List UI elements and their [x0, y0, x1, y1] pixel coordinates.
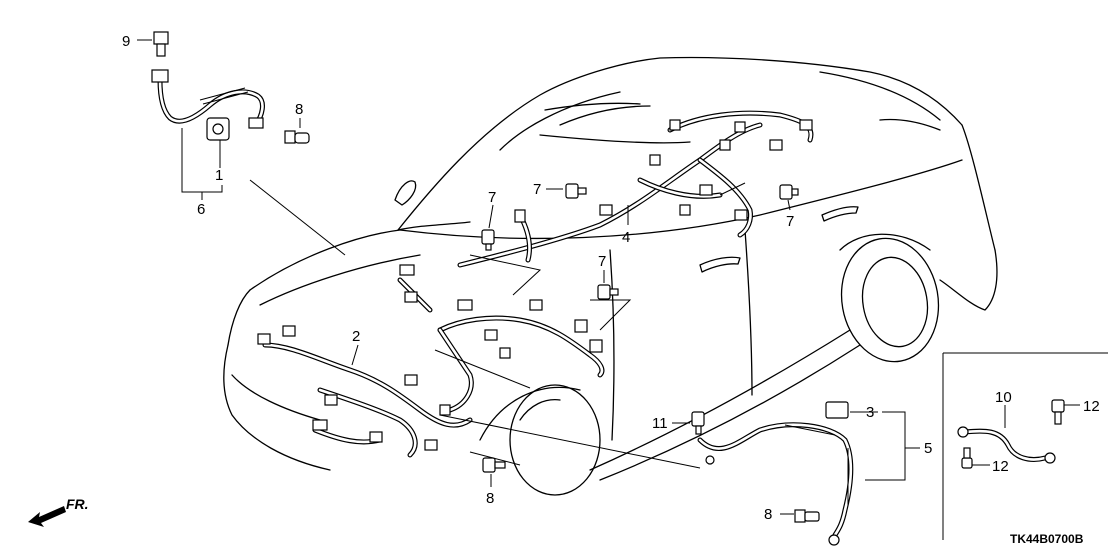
front-direction-indicator: FR.: [28, 496, 89, 527]
callout-12-b: 12: [992, 458, 1009, 475]
callout-1: 1: [215, 167, 223, 184]
callout-7-b: 7: [533, 181, 541, 198]
callout-7-a: 7: [488, 189, 496, 206]
callout-9: 9: [122, 33, 130, 50]
callout-8-bottom: 8: [486, 490, 494, 507]
callout-4: 4: [622, 229, 630, 246]
callout-10: 10: [995, 389, 1012, 406]
callout-5: 5: [924, 440, 932, 457]
callout-3: 3: [866, 404, 874, 421]
cabin-harness: [457, 110, 814, 268]
front-arrow-icon: [28, 506, 66, 527]
callout-2: 2: [352, 328, 360, 345]
callout-12-a: 12: [1083, 398, 1100, 415]
callout-numbers: 9 8 1 6 7 7 4 7 7 2 8 11 3 5 8 10 12 12: [122, 33, 1100, 523]
callout-7-d: 7: [786, 213, 794, 230]
diagram-code: TK44B0700B: [1010, 532, 1084, 546]
front-label: FR.: [66, 496, 89, 512]
ground-cable: [691, 401, 854, 546]
callout-6: 6: [197, 201, 205, 218]
bolts-7: [481, 183, 799, 300]
callout-8-top: 8: [295, 101, 303, 118]
car-body-outline: [223, 56, 998, 496]
leader-lines: [137, 39, 1080, 515]
callout-8-right: 8: [764, 506, 772, 523]
bolt-8-front: [482, 457, 506, 473]
inset-cable-10: [942, 352, 1108, 540]
engine-room-harness: [257, 264, 605, 458]
callout-11: 11: [652, 415, 668, 432]
battery-sub-harness: [151, 31, 310, 144]
callout-7-c: 7: [598, 253, 606, 270]
